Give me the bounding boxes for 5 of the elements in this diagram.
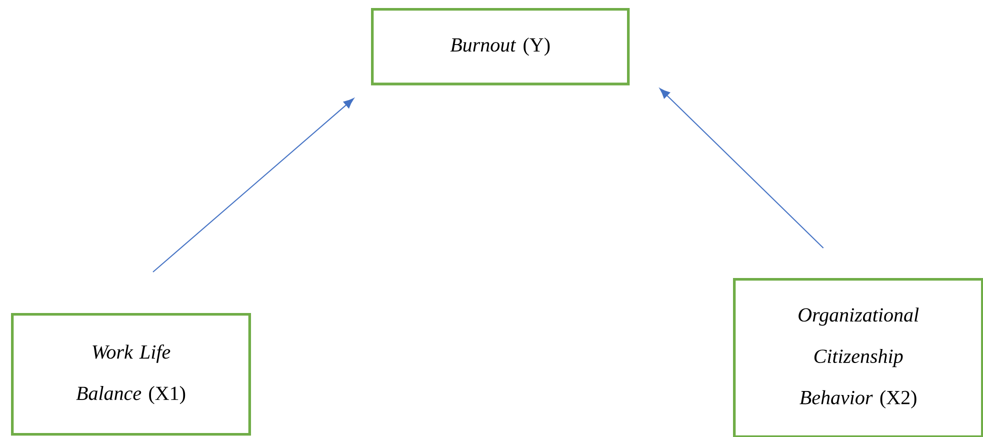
arrow <box>660 88 824 248</box>
concept-box: Organizational Citizenship Behavior (X2) <box>733 278 983 437</box>
concept-box: Work Life Balance (X1) <box>11 313 251 436</box>
concept-box: Burnout (Y) <box>371 8 630 86</box>
arrow <box>152 98 354 272</box>
